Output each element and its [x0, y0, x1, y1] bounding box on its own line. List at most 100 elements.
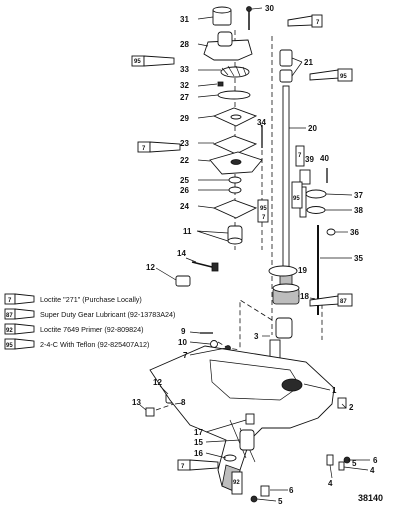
label-21: 21 — [304, 58, 313, 67]
tube-95-right: 95 — [309, 68, 353, 82]
label-13: 13 — [132, 398, 141, 407]
tube-95-mid-code: 95 — [293, 196, 300, 202]
label-36: 36 — [350, 228, 359, 237]
label-14: 14 — [177, 249, 186, 258]
legend-row-3: 92 Loctite 7649 Primer (92-809824) — [4, 323, 143, 335]
part-5-washer — [250, 495, 258, 503]
label-17: 17 — [194, 428, 203, 437]
label-33: 33 — [180, 65, 189, 74]
legend-4-text: 2-4-C With Teflon (92-825407A12) — [40, 340, 149, 349]
gearcase-deck-detail — [209, 359, 301, 401]
label-34: 34 — [257, 118, 266, 127]
label-20: 20 — [308, 124, 317, 133]
sealant-legend: 7 Loctite "271" (Purchase Locally) 87 Su… — [4, 293, 175, 350]
tube-7-top: 7 — [287, 14, 323, 28]
part-20-driveshaft — [282, 85, 290, 275]
label-8: 8 — [181, 398, 186, 407]
label-10: 10 — [178, 338, 187, 347]
part-27-gasket — [217, 90, 251, 100]
part-21-cup — [279, 69, 293, 83]
part-4-screw — [326, 454, 334, 466]
label-12-lower: 12 — [153, 378, 162, 387]
label-22: 22 — [180, 156, 189, 165]
part-16-seal — [223, 454, 237, 462]
part-23-gasket — [212, 135, 258, 155]
label-7-upper: 7 — [183, 351, 188, 360]
label-6-right: 6 — [373, 456, 378, 465]
tube-95-vertical: 95 7 — [257, 199, 269, 223]
part-36-nut — [326, 228, 336, 236]
tube-95-mid: 95 — [291, 181, 303, 209]
legend-2-text: Super Duty Gear Lubricant (92-13783A24) — [40, 310, 175, 319]
part-10-washer — [210, 340, 218, 348]
label-12-upper: 12 — [146, 263, 155, 272]
legend-row-1: 7 Loctite "271" (Purchase Locally) — [4, 293, 142, 305]
label-37: 37 — [354, 191, 363, 200]
part-33-impeller — [220, 65, 250, 78]
tube-7-top-code: 7 — [316, 20, 320, 26]
part-24-gasket — [212, 199, 258, 219]
part-21-bushing — [279, 49, 293, 67]
tube-92-bottom: 92 — [231, 471, 243, 495]
part-12-anode — [175, 275, 191, 287]
part-32-key — [217, 81, 224, 87]
label-25: 25 — [180, 176, 189, 185]
part-29-plate-hole — [230, 114, 242, 120]
part-38-washer — [306, 206, 326, 214]
label-2: 2 — [349, 403, 354, 412]
part-3-cover — [275, 317, 293, 339]
label-35: 35 — [354, 254, 363, 263]
tube-87-right-code: 87 — [340, 299, 347, 305]
label-11: 11 — [183, 227, 192, 236]
legend-1-text: Loctite "271" (Purchase Locally) — [40, 295, 142, 304]
sealant-tubes: 7 95 95 7 95 7 95 7 — [131, 14, 353, 495]
water-pump-stack — [203, 6, 263, 245]
legend-4-code: 95 — [6, 343, 13, 349]
part-19-race — [268, 265, 298, 277]
legend-row-4: 95 2-4-C With Teflon (92-825407A12) — [4, 338, 149, 350]
label-23: 23 — [180, 139, 189, 148]
part-28-pump-housing — [203, 39, 253, 61]
label-5-lower: 5 — [278, 497, 283, 506]
part-6-screw — [260, 485, 270, 497]
label-40: 40 — [320, 154, 329, 163]
part-22-base-hole — [230, 159, 242, 165]
gearcase-housing — [149, 345, 351, 503]
tube-95-left: 95 — [131, 55, 175, 67]
part-2-plug — [337, 397, 347, 409]
label-18: 18 — [300, 292, 309, 301]
figure-number: 38140 — [358, 493, 383, 503]
part-30-screw-head — [246, 6, 252, 12]
leader-lines — [139, 7, 370, 502]
part-28-housing-boss — [217, 31, 233, 47]
legend-1-code: 7 — [8, 298, 12, 304]
legend-2-code: 87 — [6, 313, 13, 319]
label-29: 29 — [180, 114, 189, 123]
label-1: 1 — [332, 386, 337, 395]
tube-7-vshaft-code: 7 — [298, 153, 302, 159]
legend-3-text: Loctite 7649 Primer (92-809824) — [40, 325, 143, 334]
part-4-screw-b — [338, 461, 345, 471]
tube-92-bottom-code: 92 — [233, 480, 240, 486]
label-31: 31 — [180, 15, 189, 24]
label-15: 15 — [194, 438, 203, 447]
label-38: 38 — [354, 206, 363, 215]
part-18-bearing-top — [272, 283, 300, 293]
label-27: 27 — [180, 93, 189, 102]
label-26: 26 — [180, 186, 189, 195]
tube-7-left: 7 — [137, 141, 181, 153]
part-labels: 31 30 28 33 32 27 29 23 22 25 26 24 11 2… — [132, 4, 378, 506]
tube-7-left-code: 7 — [142, 146, 146, 152]
label-30: 30 — [265, 4, 274, 13]
label-28: 28 — [180, 40, 189, 49]
label-39: 39 — [305, 155, 314, 164]
label-19: 19 — [298, 266, 307, 275]
part-31-sleeve-top — [212, 6, 232, 14]
part-39-pump — [299, 169, 311, 185]
tube-95-left-code: 95 — [134, 59, 141, 65]
label-5-right: 5 — [352, 459, 357, 468]
label-24: 24 — [180, 202, 189, 211]
part-37-housing — [305, 189, 327, 199]
label-4-right: 4 — [370, 466, 375, 475]
